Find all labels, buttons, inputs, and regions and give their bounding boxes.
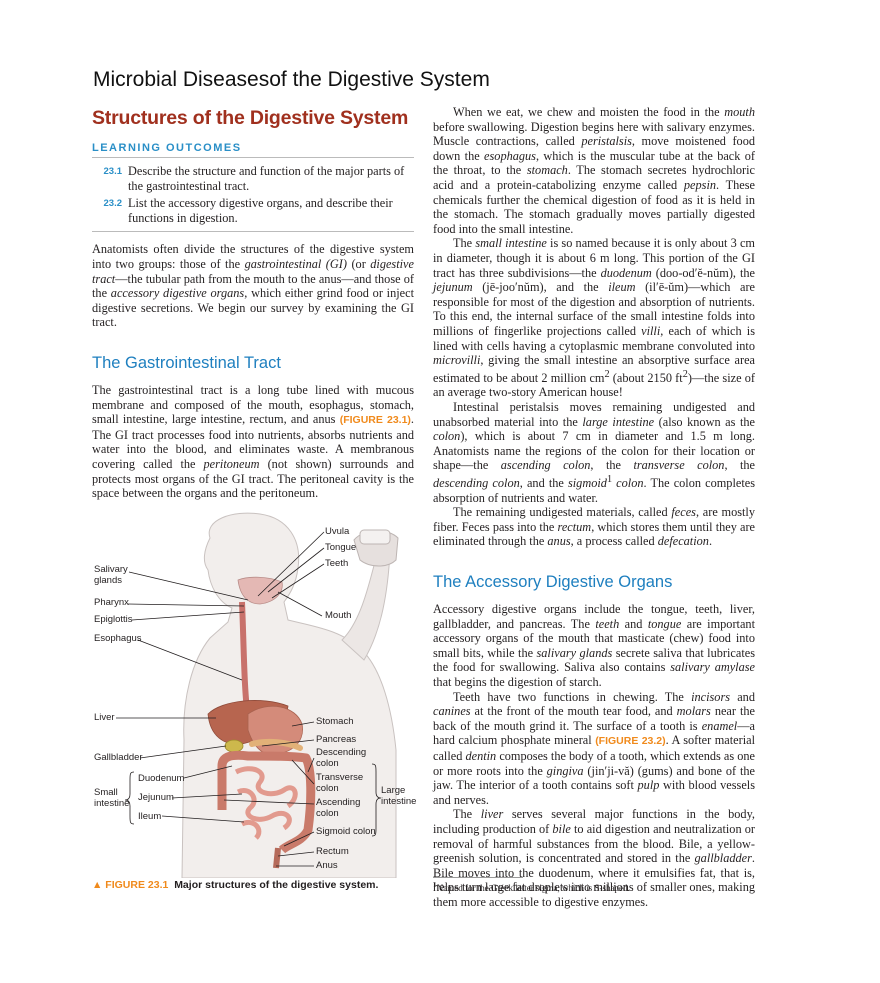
paragraph-teeth: Teeth have two functions in chewing. The… xyxy=(433,689,755,807)
label-stomach: Stomach xyxy=(316,716,354,727)
gi-tract-heading: The Gastrointestinal Tract xyxy=(92,353,281,372)
label-ileum: Ileum xyxy=(138,811,162,822)
label-rectum: Rectum xyxy=(316,846,349,857)
footnote-divider xyxy=(433,877,523,878)
divider xyxy=(92,231,414,233)
left-column: Structures of the Digestive System LEARN… xyxy=(92,105,414,501)
paragraph-accessory-organs: Accessory digestive organs include the t… xyxy=(433,602,755,689)
section-title: Structures of the Digestive System xyxy=(92,107,409,129)
paragraph-mouth-stomach: When we eat, we chew and moisten the foo… xyxy=(433,105,756,236)
label-uvula: Uvula xyxy=(325,526,350,537)
accessory-organs-heading: The Accessory Digestive Organs xyxy=(433,573,673,591)
label-anus: Anus xyxy=(316,860,338,871)
label-pharynx: Pharynx xyxy=(94,597,129,608)
learning-outcome-text: Describe the structure and function of t… xyxy=(128,164,405,193)
label-pancreas: Pancreas xyxy=(316,734,357,745)
label-sigmoid-colon: Sigmoid colon xyxy=(316,826,376,837)
learning-outcome-text: List the accessory digestive organs, and… xyxy=(128,196,393,225)
figure-caption: ▲ FIGURE 23.1 Major structures of the di… xyxy=(92,879,378,891)
label-liver: Liver xyxy=(94,712,115,723)
label-jejunum: Jejunum xyxy=(138,792,174,803)
label-esophagus: Esophagus xyxy=(94,633,142,644)
label-epiglottis: Epiglottis xyxy=(94,614,133,625)
intro-paragraph: Anatomists often divide the structures o… xyxy=(92,242,414,330)
learning-outcomes-heading: LEARNING OUTCOMES xyxy=(92,142,414,158)
paragraph-large-intestine: Intestinal peristalsis moves remaining u… xyxy=(433,399,756,505)
learning-outcome-item: 23.2 List the accessory digestive organs… xyxy=(92,196,414,225)
learning-outcome-number: 23.1 xyxy=(103,166,123,177)
learning-outcome-item: 23.1 Describe the structure and function… xyxy=(92,164,414,193)
label-duodenum: Duodenum xyxy=(138,773,185,784)
right-column: When we eat, we chew and moisten the foo… xyxy=(433,105,755,909)
label-mouth: Mouth xyxy=(325,610,352,621)
footnote: 1Named for the Greek letter sigma, which… xyxy=(433,880,630,893)
figure-caption-number: ▲ FIGURE 23.1 xyxy=(92,879,169,891)
paragraph-feces: The remaining undigested materials, call… xyxy=(433,505,756,549)
running-head: Microbial Diseasesof the Digestive Syste… xyxy=(93,68,490,91)
paragraph-small-intestine: The small intestine is so named because … xyxy=(433,236,755,400)
label-teeth: Teeth xyxy=(325,558,349,569)
figure-reference-link[interactable]: (FIGURE 23.1) xyxy=(339,414,411,427)
figure-reference-link[interactable]: (FIGURE 23.2) xyxy=(595,735,666,748)
digestive-system-illustration xyxy=(116,512,399,878)
figure-caption-text: Major structures of the digestive system… xyxy=(174,879,379,891)
gi-tract-paragraph: The gastrointestinal tract is a long tub… xyxy=(92,382,414,501)
label-gallbladder: Gallbladder xyxy=(94,752,143,763)
label-tongue: Tongue xyxy=(325,542,357,553)
paragraph-liver: The liver serves several major functions… xyxy=(433,807,755,909)
learning-outcome-number: 23.2 xyxy=(103,198,123,210)
